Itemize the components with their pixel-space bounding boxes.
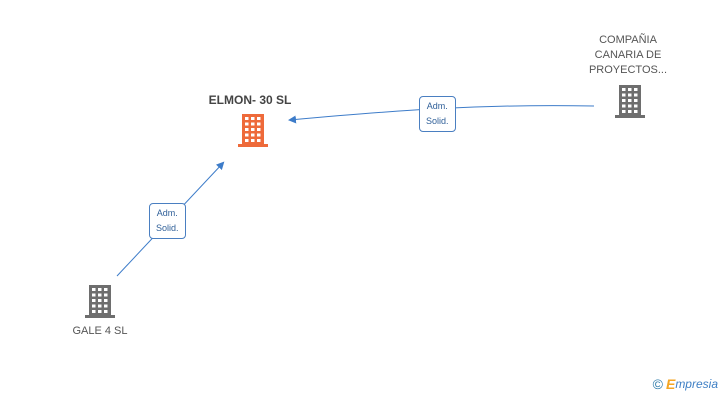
building-window [628, 104, 632, 108]
building-window [92, 310, 96, 313]
building-window [634, 88, 638, 91]
building-window [104, 310, 108, 313]
building-window [251, 117, 255, 120]
building-window [622, 99, 626, 102]
footer-brand: © E mpresia [653, 376, 718, 392]
building-window [634, 99, 638, 102]
building-window [104, 293, 108, 297]
building-window [257, 122, 261, 126]
building-window [92, 288, 96, 291]
building-window [92, 304, 96, 308]
building-window [628, 88, 632, 91]
building-window [98, 288, 102, 291]
building-window [251, 122, 255, 126]
building-window [257, 139, 261, 142]
building-window [257, 117, 261, 120]
building-window [245, 117, 249, 120]
building-window [98, 310, 102, 313]
building-window [634, 104, 638, 108]
building-icon-compania[interactable] [615, 85, 645, 118]
building-window [98, 299, 102, 302]
building-window [245, 128, 249, 131]
building-window [634, 93, 638, 97]
building-window [622, 104, 626, 108]
building-window [98, 304, 102, 308]
building-window [622, 93, 626, 97]
building-window [628, 99, 632, 102]
building-window [257, 128, 261, 131]
brand-name: mpresia [675, 377, 718, 391]
building-window [92, 299, 96, 302]
brand-initial: E [665, 376, 676, 392]
building-window [251, 133, 255, 137]
building-window [245, 133, 249, 137]
building-window [104, 304, 108, 308]
building-window [245, 139, 249, 142]
node-label-gale[interactable]: GALE 4 SL [72, 325, 128, 337]
edge-label-compania-main: Adm. Solid. [419, 96, 456, 132]
building-window [257, 133, 261, 137]
building-window [104, 288, 108, 291]
building-window [622, 88, 626, 91]
copyright-icon: © [652, 376, 663, 392]
building-window [628, 110, 632, 113]
building-window [98, 293, 102, 297]
building-window [92, 293, 96, 297]
node-label-compania[interactable]: COMPAÑIA CANARIA DE PROYECTOS... [588, 34, 668, 76]
building-icon-gale[interactable] [85, 285, 115, 318]
node-label-main[interactable]: ELMON- 30 SL [208, 93, 292, 107]
building-icon-main[interactable] [238, 114, 268, 147]
building-window [634, 110, 638, 113]
building-window [245, 122, 249, 126]
edge-label-gale-main: Adm. Solid. [149, 203, 186, 239]
building-window [251, 128, 255, 131]
building-window [251, 139, 255, 142]
building-window [628, 93, 632, 97]
building-window [622, 110, 626, 113]
building-window [104, 299, 108, 302]
